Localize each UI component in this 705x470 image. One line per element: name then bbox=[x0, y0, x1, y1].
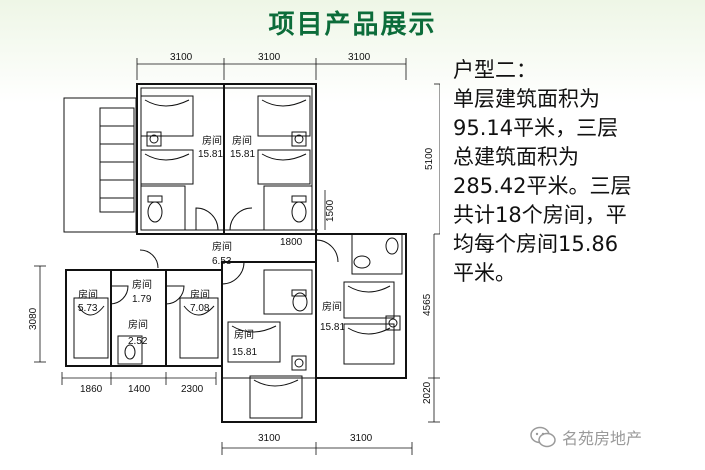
bathrooms bbox=[117, 185, 403, 365]
slide-title: 项目产品展示 bbox=[268, 10, 437, 40]
dim-bottom-2: 3100 bbox=[350, 433, 373, 444]
room-6-area: 2.52 bbox=[128, 336, 148, 347]
dim-bottom-left-1: 1860 bbox=[80, 384, 103, 395]
room-2-area: 15.81 bbox=[230, 149, 255, 160]
dim-right-lower-1: 4565 bbox=[422, 293, 433, 316]
description-line: 户型二： bbox=[453, 58, 537, 82]
dim-top-2: 3100 bbox=[258, 52, 281, 63]
description-line: 共计18个房间，平 bbox=[453, 203, 627, 227]
description: 户型二： 单层建筑面积为 95.14平米，三层 总建筑面积为 285.42平米。… bbox=[453, 56, 698, 288]
description-line: 总建筑面积为 bbox=[453, 145, 579, 169]
description-line: 95.14平米，三层 bbox=[453, 116, 619, 140]
watermark: 名苑房地产 bbox=[530, 424, 700, 450]
dim-corridor-h: 1800 bbox=[280, 237, 303, 248]
room-7-area: 7.08 bbox=[190, 303, 210, 314]
room-9-area: 15.81 bbox=[232, 347, 257, 358]
description-line: 285.42平米。三层 bbox=[453, 174, 632, 198]
fixtures bbox=[146, 131, 401, 371]
room-8-label: 房间 bbox=[322, 300, 342, 313]
room-2-label: 房间 bbox=[232, 134, 252, 147]
description-line: 单层建筑面积为 bbox=[453, 87, 600, 111]
walls bbox=[65, 83, 407, 423]
dimension-lines bbox=[34, 58, 440, 455]
description-line: 平米。 bbox=[453, 261, 516, 285]
floor-plan: 3100 3100 3100 1800 1860 1400 2300 3100 … bbox=[28, 52, 440, 455]
room-3-area: 6.53 bbox=[212, 256, 232, 267]
dim-top-1: 3100 bbox=[170, 52, 193, 63]
dim-right-lower-2: 2020 bbox=[422, 381, 433, 404]
dim-corridor-v: 1500 bbox=[325, 199, 336, 222]
description-line: 均每个房间15.86 bbox=[453, 232, 619, 256]
room-7-label: 房间 bbox=[190, 288, 210, 301]
dim-bottom-1: 3100 bbox=[258, 433, 281, 444]
dim-bottom-left-2: 1400 bbox=[128, 384, 151, 395]
room-1-label: 房间 bbox=[202, 134, 222, 147]
watermark-text: 名苑房地产 bbox=[562, 429, 643, 448]
room-5-area: 1.79 bbox=[132, 294, 152, 305]
dim-right-upper: 5100 bbox=[424, 147, 435, 170]
room-6-label: 房间 bbox=[128, 318, 148, 331]
dim-top-3: 3100 bbox=[348, 52, 371, 63]
room-4-label: 房间 bbox=[78, 288, 98, 301]
stair bbox=[63, 97, 137, 233]
wechat-icon bbox=[530, 426, 556, 448]
doors bbox=[109, 207, 339, 305]
dim-bottom-left-3: 2300 bbox=[181, 384, 204, 395]
room-8-area: 15.81 bbox=[320, 322, 345, 333]
room-3-label: 房间 bbox=[212, 240, 232, 253]
room-9-label: 房间 bbox=[234, 328, 254, 341]
room-5-label: 房间 bbox=[132, 278, 152, 291]
room-4-area: 5.73 bbox=[78, 303, 98, 314]
dim-left: 3080 bbox=[28, 307, 39, 330]
room-1-area: 15.81 bbox=[198, 149, 223, 160]
